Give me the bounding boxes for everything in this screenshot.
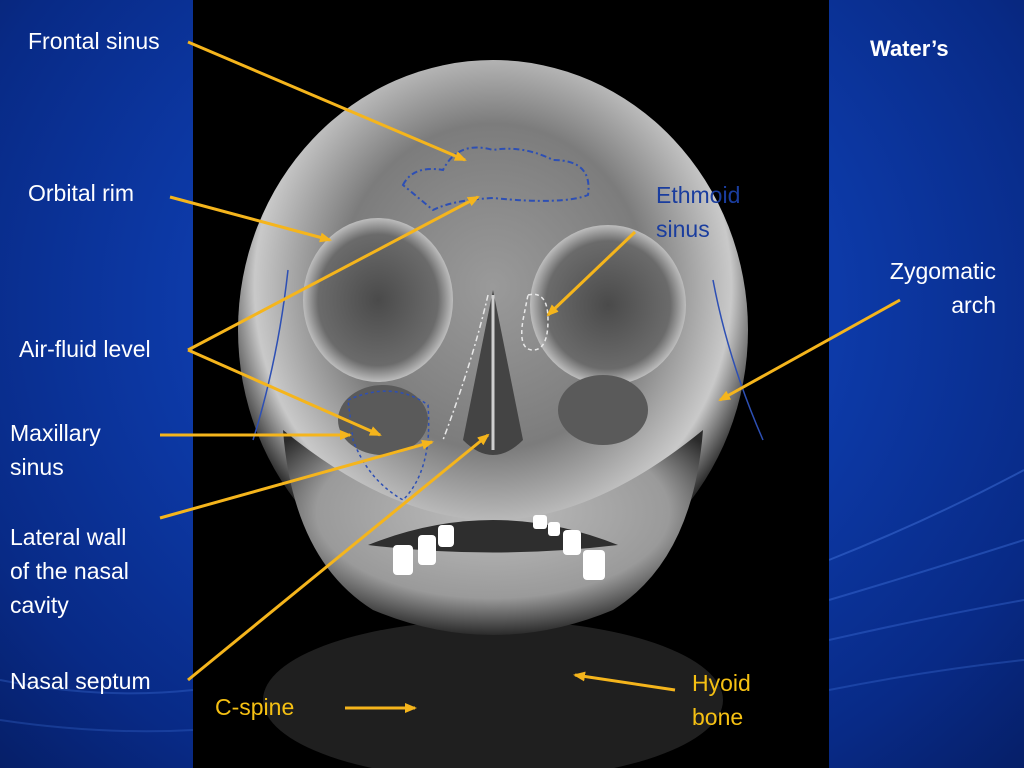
label-ethmoid-line2: sinus bbox=[656, 216, 710, 242]
label-zygomatic-line1: Zygomatic bbox=[889, 258, 996, 284]
label-lateral-wall-line2: of the nasal bbox=[10, 558, 129, 584]
label-hyoid-line2: bone bbox=[692, 704, 744, 730]
frontal-sinus-outline bbox=[401, 146, 590, 212]
label-ethmoid-line1: Ethmoid bbox=[656, 182, 741, 208]
xray-image bbox=[193, 0, 829, 768]
label-nasal-septum: Nasal septum bbox=[10, 668, 151, 694]
ethmoid-sinus-outline bbox=[521, 293, 549, 351]
right-orbit bbox=[530, 225, 686, 385]
label-zygomatic-line2: arch bbox=[951, 292, 996, 318]
label-c-spine: C-spine bbox=[215, 694, 295, 720]
label-maxillary-sinus-line1: Maxillary bbox=[10, 420, 101, 446]
label-lateral-wall-line3: cavity bbox=[10, 592, 69, 618]
label-hyoid-line1: Hyoid bbox=[692, 670, 751, 696]
left-orbit bbox=[303, 218, 453, 382]
label-orbital-rim: Orbital rim bbox=[28, 180, 135, 206]
view-title: Water’s bbox=[870, 36, 949, 61]
label-lateral-wall-line1: Lateral wall bbox=[10, 524, 127, 550]
label-maxillary-sinus-line2: sinus bbox=[10, 454, 64, 480]
label-frontal-sinus: Frontal sinus bbox=[28, 28, 160, 54]
label-air-fluid-level: Air-fluid level bbox=[19, 336, 151, 362]
